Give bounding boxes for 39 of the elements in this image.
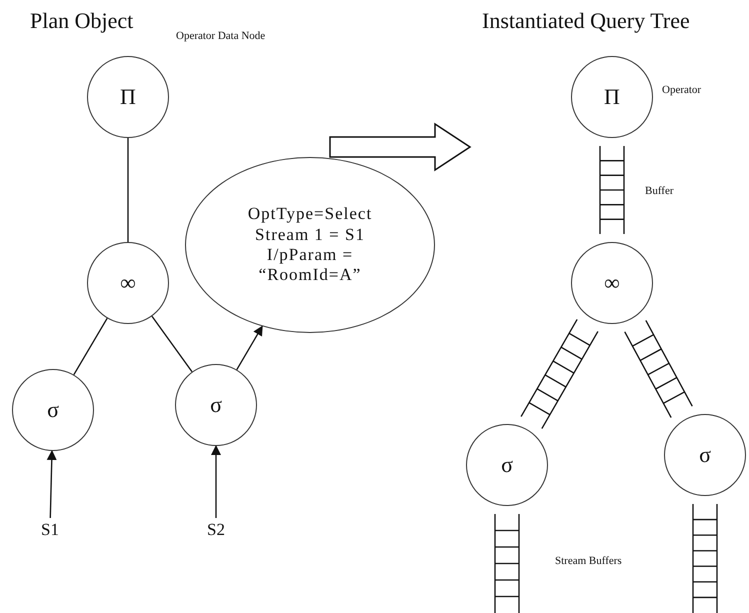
operator-circle	[87, 56, 169, 138]
buffer-ladder	[494, 513, 520, 613]
operator-circle	[466, 424, 548, 506]
connector-line	[151, 316, 193, 372]
operator-symbol: σ	[210, 394, 222, 416]
connector-line	[127, 138, 129, 242]
node-caption: Operator	[662, 84, 702, 96]
connector-line	[73, 318, 108, 376]
buffer-caption: Buffer	[645, 185, 674, 197]
buffer-ladder	[599, 145, 625, 235]
diagram-heading: Plan Object	[30, 8, 134, 34]
node-caption: Operator Data Node	[176, 30, 266, 42]
operator-circle	[175, 364, 257, 446]
operator-circle	[12, 369, 94, 451]
operator-symbol: ∞	[604, 272, 620, 294]
buffer-ladder	[624, 320, 693, 418]
parameter-text: OptType=Select	[248, 204, 372, 225]
buffer-ladder	[692, 503, 718, 613]
operator-symbol: σ	[47, 399, 59, 421]
parameter-ellipse	[185, 157, 435, 333]
operator-symbol: Π	[604, 86, 620, 108]
operator-symbol: ∞	[120, 272, 136, 294]
buffer-ladder	[520, 318, 599, 430]
operator-symbol: σ	[699, 444, 711, 466]
diagram-heading: Instantiated Query Tree	[482, 8, 690, 34]
stream-label: S2	[207, 520, 225, 540]
buffer-caption: Stream Buffers	[555, 555, 622, 567]
arrow	[236, 325, 263, 370]
arrow	[211, 445, 221, 518]
operator-symbol: σ	[501, 454, 513, 476]
operator-circle	[571, 56, 653, 138]
stream-label: S1	[41, 520, 59, 540]
parameter-text: Stream 1 = S1	[255, 224, 365, 245]
operator-circle	[87, 242, 169, 324]
operator-circle	[571, 242, 653, 324]
operator-circle	[664, 414, 746, 496]
arrow	[46, 450, 57, 518]
parameter-text: I/pParam = “RoomId=A”	[258, 245, 362, 286]
operator-symbol: Π	[120, 86, 136, 108]
